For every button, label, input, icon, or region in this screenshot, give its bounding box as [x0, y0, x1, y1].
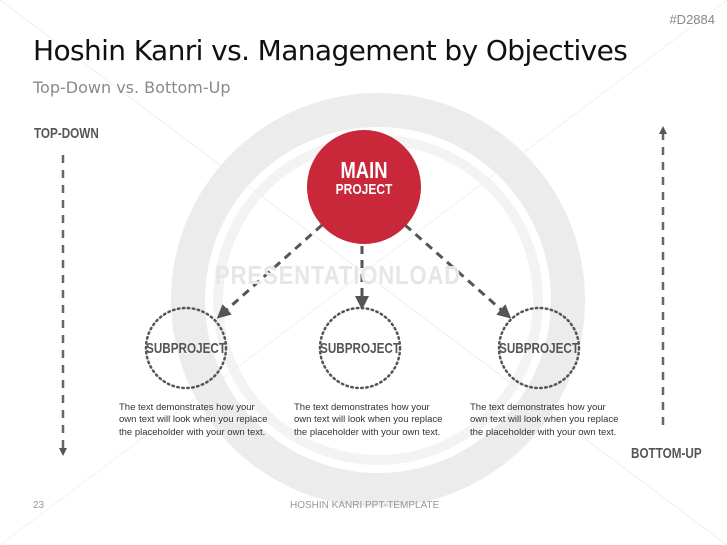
subproject-circle-1 [144, 306, 228, 390]
top-down-label: TOP-DOWN [34, 125, 99, 142]
main-project-circle [307, 130, 421, 244]
subproject-text-2: The text demonstrates how your own text … [294, 402, 443, 438]
subproject-label-2: SUBPROJECT [320, 340, 400, 357]
main-line2: PROJECT [335, 181, 393, 198]
subproject-label-1: SUBPROJECT [146, 340, 226, 357]
slide-code: #D2884 [669, 12, 715, 27]
main-project-label: MAIN PROJECT [335, 157, 393, 200]
main-line1: MAIN [340, 157, 388, 183]
subproject-circle-3 [497, 306, 581, 390]
footer-text: HOSHIN KANRI PPT-TEMPLATE [290, 500, 440, 511]
subproject-label-3: SUBPROJECT [499, 340, 579, 357]
subproject-text-1: The text demonstrates how your own text … [119, 402, 268, 438]
page-number: 23 [33, 500, 45, 511]
subproject-text-3: The text demonstrates how your own text … [470, 402, 619, 438]
watermark: PRESENTATIONLOAD [215, 260, 462, 290]
bottom-up-label: BOTTOM-UP [631, 445, 702, 462]
slide-title: Hoshin Kanri vs. Management by Objective… [33, 34, 628, 67]
slide-subtitle: Top-Down vs. Bottom-Up [33, 78, 231, 97]
subproject-circle-2 [318, 306, 402, 390]
arrow-to-subproject-3 [404, 223, 512, 319]
